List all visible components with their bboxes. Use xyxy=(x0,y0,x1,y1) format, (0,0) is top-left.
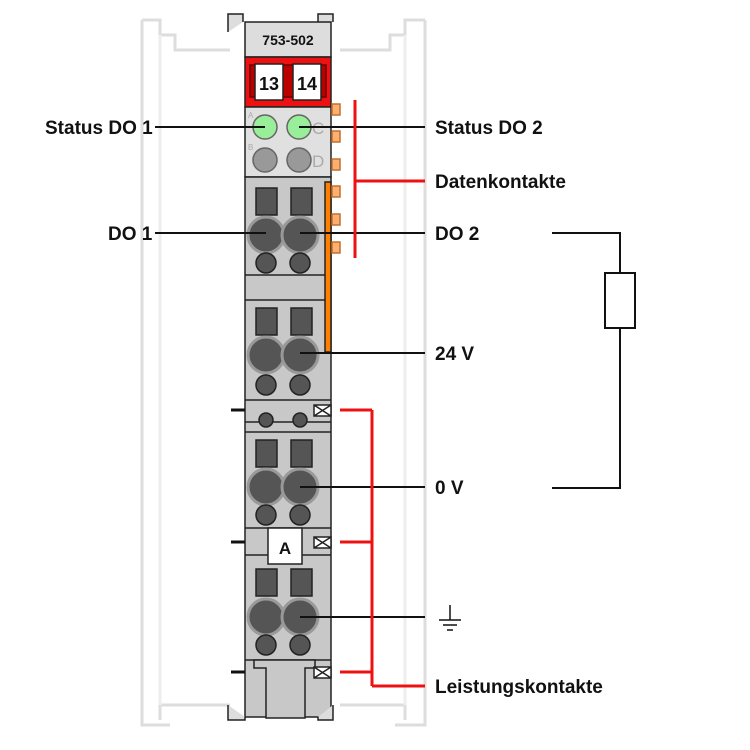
label-24v: 24 V xyxy=(435,344,474,365)
data-contacts xyxy=(331,103,341,254)
marker-a: A xyxy=(279,539,291,558)
label-0v: 0 V xyxy=(435,478,464,499)
terminal-13: 13 xyxy=(259,74,279,94)
terminals xyxy=(246,187,320,656)
load-circuit xyxy=(552,232,636,489)
label-do1: DO 1 xyxy=(108,224,153,245)
label-do2: DO 2 xyxy=(435,224,479,245)
label-status-do2: Status DO 2 xyxy=(435,118,543,139)
part-number: 753-502 xyxy=(262,32,314,48)
led-letter-c: C xyxy=(312,119,324,138)
part-label-box xyxy=(244,21,332,58)
din-rail xyxy=(140,18,427,727)
label-leistungskontakte: Leistungskontakte xyxy=(435,677,603,698)
marker-a-box xyxy=(267,527,303,565)
terminal-14-marker xyxy=(292,63,322,101)
led-letter-d: D xyxy=(312,152,324,171)
label-datenkontakte: Datenkontakte xyxy=(435,172,566,193)
power-contacts xyxy=(313,404,332,679)
terminal-13-marker xyxy=(254,63,284,101)
led-letter-a: A xyxy=(248,111,254,120)
resistor-icon xyxy=(604,272,636,329)
led-letter-b: B xyxy=(248,143,253,152)
red-brackets xyxy=(340,100,425,688)
terminal-14: 14 xyxy=(297,74,317,94)
leader-lines xyxy=(155,126,425,674)
label-status-do1: Status DO 1 xyxy=(45,118,153,139)
io-module xyxy=(227,13,341,721)
ground-icon xyxy=(439,605,461,631)
